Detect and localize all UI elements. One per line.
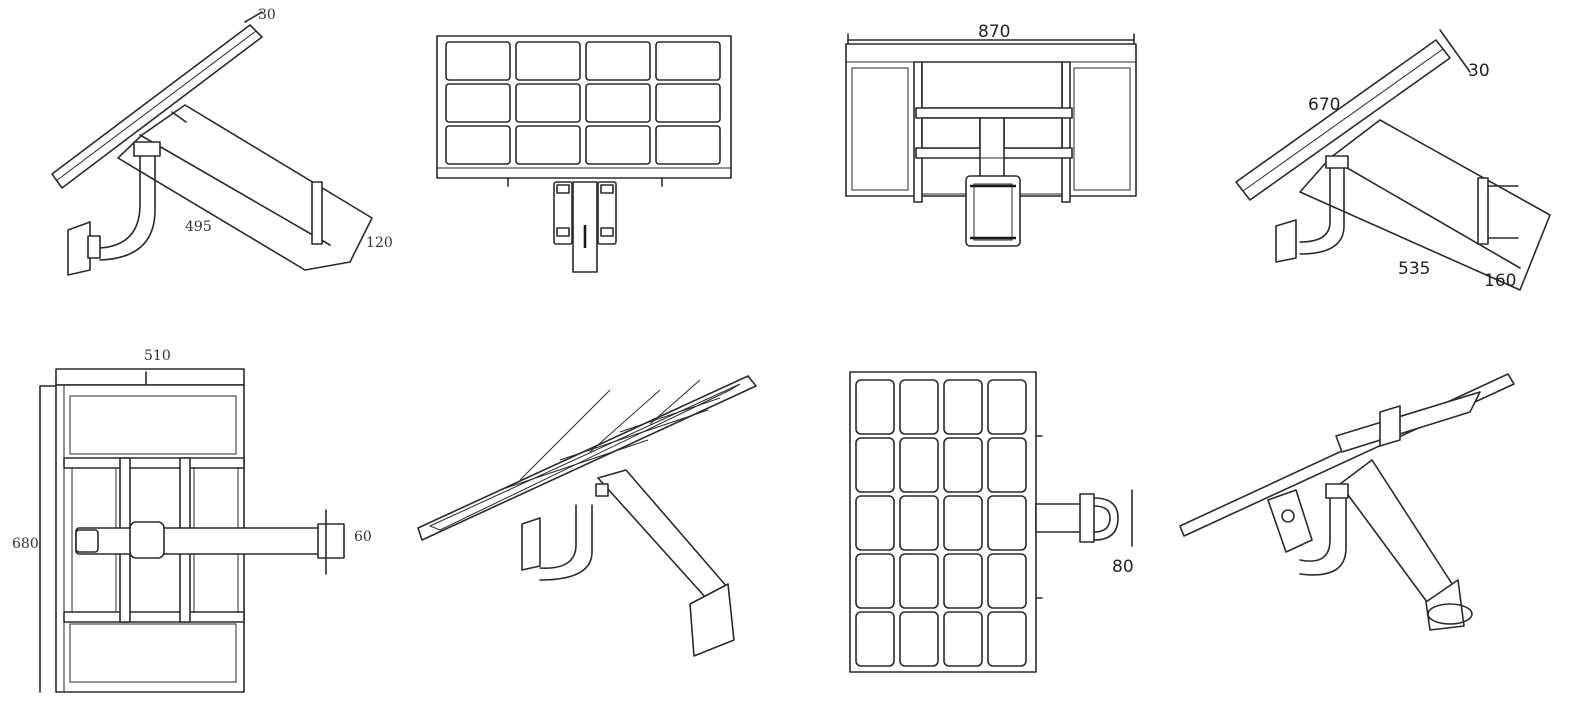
mount-arm [75, 527, 321, 555]
rear-frame-bars [913, 61, 1073, 203]
dim-label: 680 [12, 536, 39, 552]
side-view-left: 30 495 120 [51, 7, 393, 276]
dim-label: 510 [144, 348, 171, 364]
mount-arm [1299, 493, 1331, 562]
wall-plate [1275, 219, 1297, 263]
iso-view-rear [1179, 373, 1515, 631]
dim-label: 80 [1112, 557, 1134, 577]
mount-arm [539, 504, 577, 569]
support-arm [1339, 459, 1457, 607]
mount-arm [99, 149, 141, 249]
top-view-bottom: 510 680 60 [12, 348, 372, 693]
battery-box [1299, 119, 1551, 291]
wall-bracket [689, 583, 735, 657]
pole-clamp [1079, 493, 1095, 543]
mount-arm [1299, 159, 1331, 243]
side-view-right: 30 670 535 160 [1235, 29, 1551, 291]
wall-plate [521, 517, 541, 571]
dim-label: 495 [185, 219, 212, 235]
iso-view-front [417, 375, 757, 657]
dim-label: 30 [258, 7, 276, 23]
solar-panel [417, 375, 757, 541]
mount-bracket [553, 181, 617, 273]
pole-clamp [965, 175, 1021, 247]
panel-cells [445, 41, 721, 165]
rear-view: 870 [845, 22, 1137, 247]
dim-label: 160 [1484, 271, 1516, 291]
mount-arm [1035, 503, 1083, 533]
dim-label: 60 [354, 529, 372, 545]
dim-label: 670 [1308, 95, 1340, 115]
dim-label: 30 [1468, 61, 1490, 81]
front-view-top [436, 35, 732, 273]
front-view-large: 80 [849, 371, 1134, 673]
dim-label: 120 [366, 235, 393, 251]
battery-box [117, 104, 373, 271]
dim-label: 535 [1398, 259, 1430, 279]
panel-cells [855, 379, 1027, 667]
wall-plate [67, 221, 91, 276]
dim-label: 870 [978, 22, 1010, 42]
support-arm [597, 469, 729, 599]
